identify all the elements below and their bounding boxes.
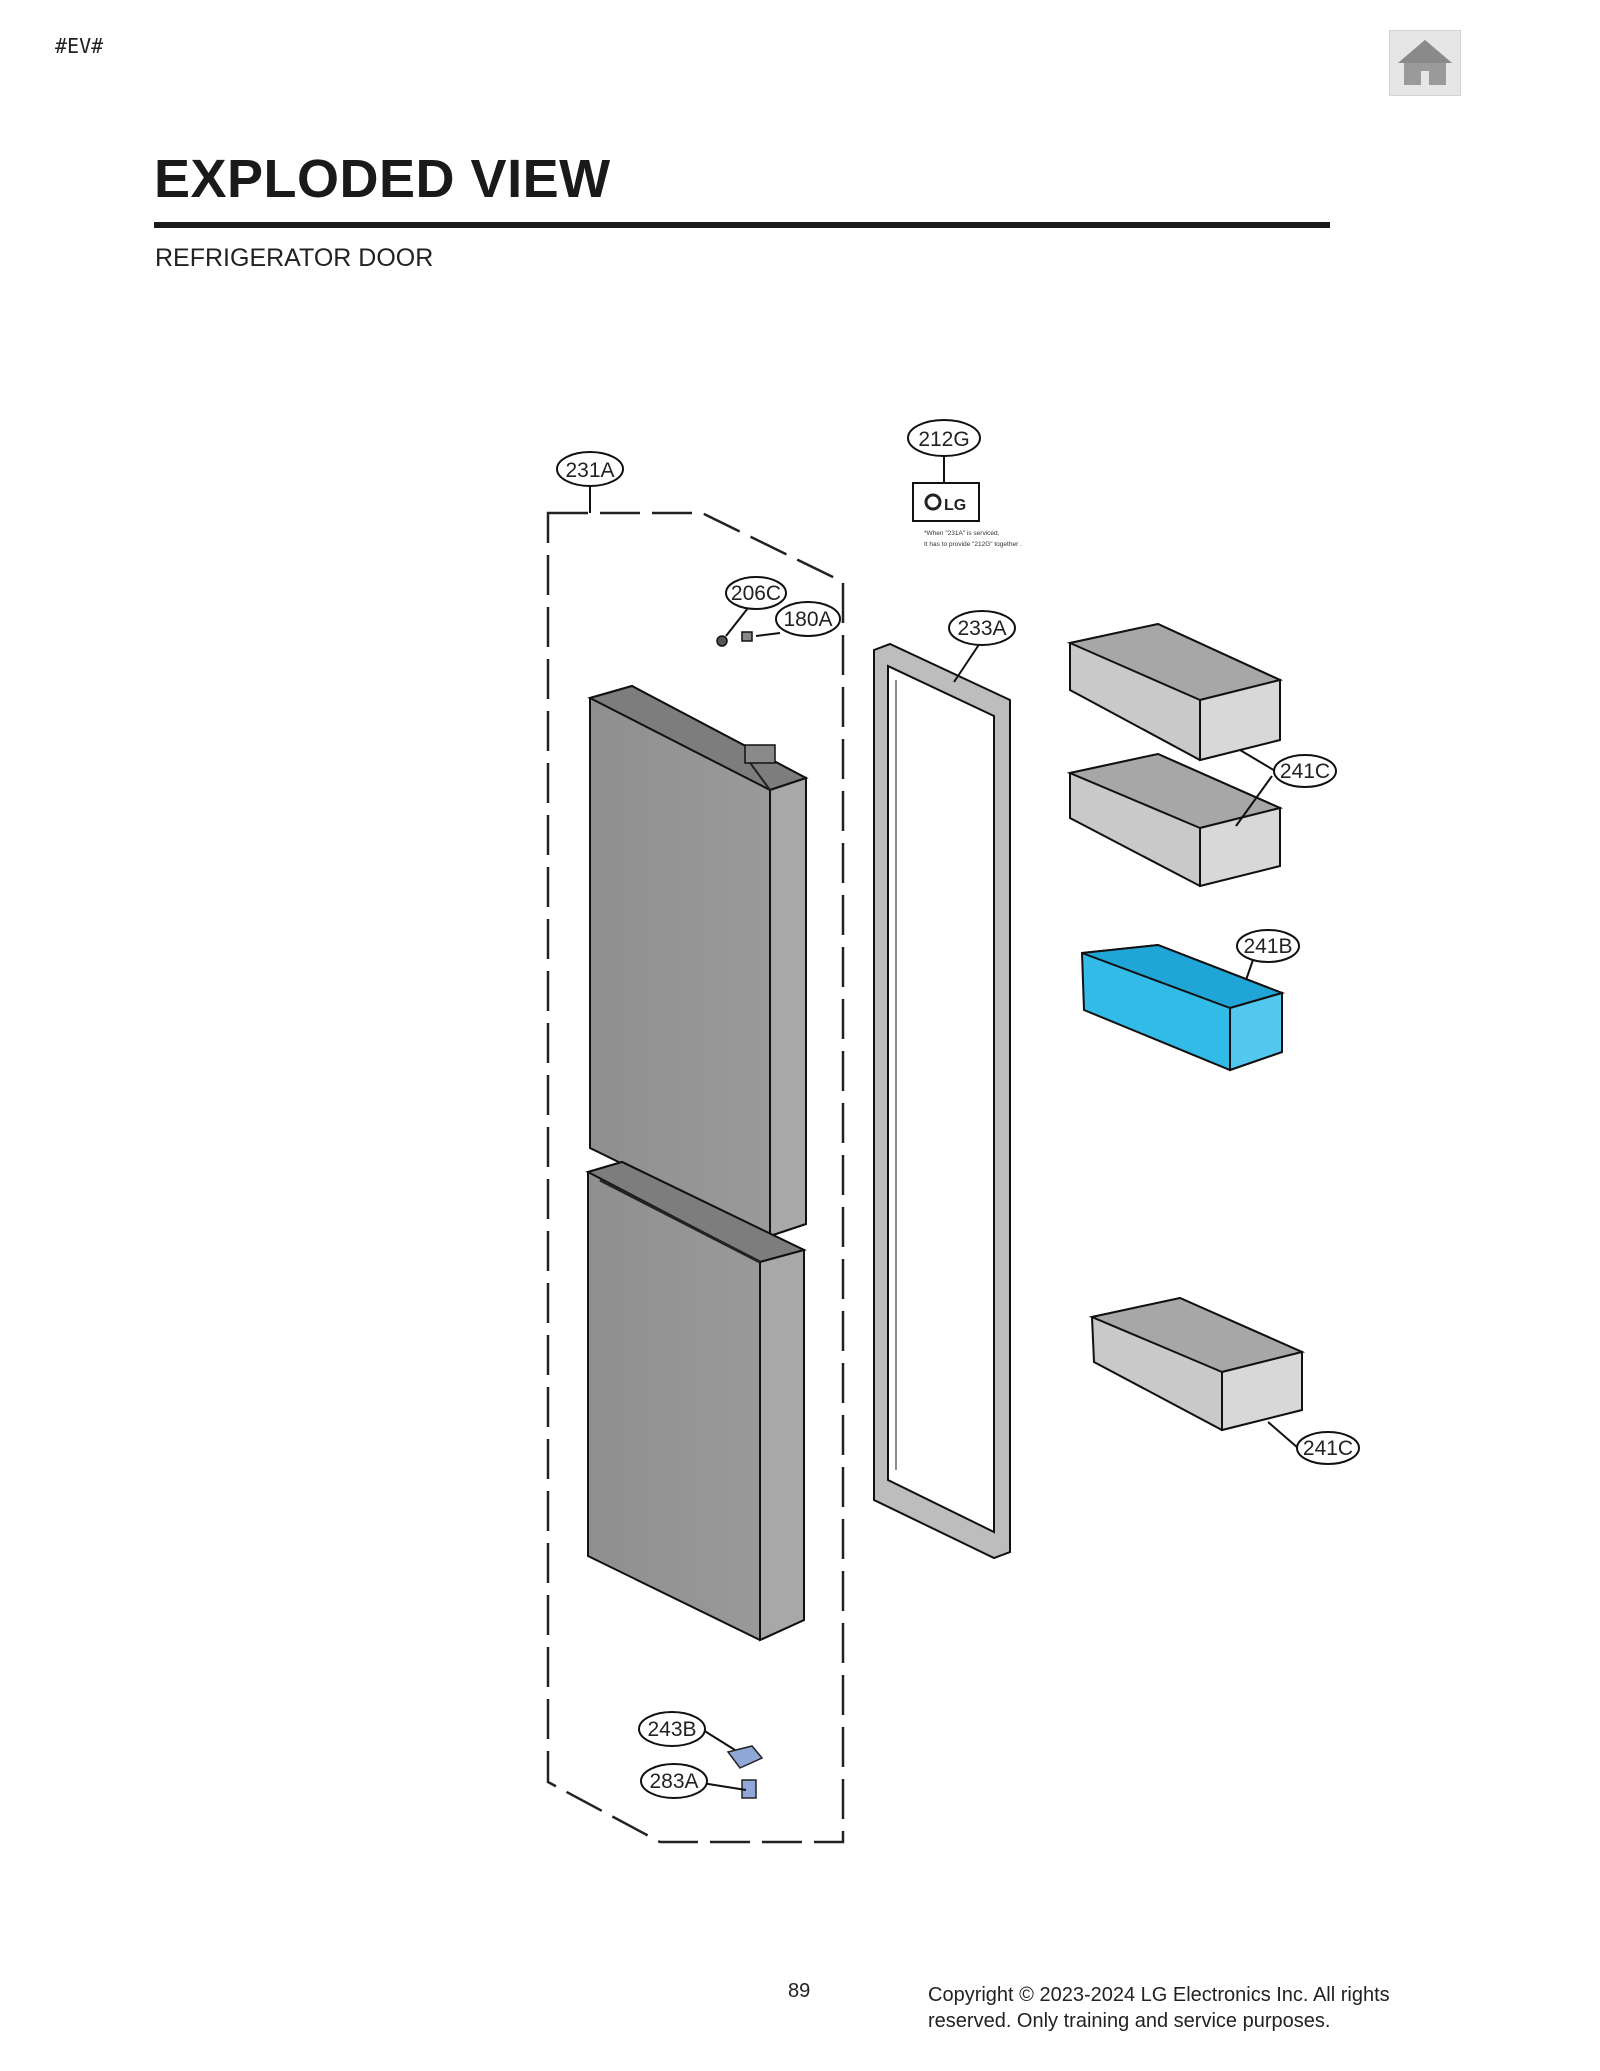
svg-text:241C: 241C [1280, 760, 1330, 783]
logo-text: LG [944, 497, 966, 514]
page-title: EXPLODED VIEW [154, 149, 611, 209]
svg-text:243B: 243B [647, 1718, 696, 1741]
home-icon [1398, 40, 1452, 85]
door-basket-top [1066, 622, 1284, 762]
callout-206c: 206C [725, 576, 787, 610]
svg-text:231A: 231A [565, 459, 614, 482]
section-subtitle: REFRIGERATOR DOOR [155, 244, 434, 272]
svg-text:206C: 206C [731, 582, 781, 605]
callout-241c-top: 241C [1273, 754, 1337, 788]
lower-door-panel [585, 1160, 807, 1642]
title-divider [154, 222, 1330, 228]
svg-text:241B: 241B [1243, 935, 1292, 958]
callout-180a: 180A [775, 601, 841, 637]
door-basket-middle [1066, 752, 1284, 888]
callout-212g: 212G [907, 419, 981, 457]
lg-logo-badge: LG [912, 482, 980, 522]
assembly-231a-outline [546, 511, 845, 1844]
hinge-parts-bottom [726, 1745, 764, 1799]
copyright-line1: Copyright © 2023-2024 LG Electronics Inc… [928, 1984, 1390, 2006]
copyright-line2: reserved. Only training and service purp… [928, 2010, 1331, 2032]
doc-tag: #EV# [55, 34, 104, 58]
callout-231a: 231A [556, 451, 624, 487]
svg-text:241C: 241C [1303, 1437, 1353, 1460]
callout-241c-bottom: 241C [1296, 1431, 1360, 1465]
svg-text:283A: 283A [649, 1770, 698, 1793]
callout-243b: 243B [638, 1711, 706, 1747]
page-number: 89 [788, 1980, 811, 2002]
svg-text:180A: 180A [783, 608, 832, 631]
callout-283a: 283A [640, 1763, 708, 1799]
door-gasket [873, 642, 1011, 1560]
callout-241b: 241B [1236, 929, 1300, 963]
svg-text:233A: 233A [957, 617, 1006, 640]
service-note-line1: *When "231A" is serviced, [924, 530, 1000, 537]
hinge-parts-top [716, 631, 753, 647]
svg-text:212G: 212G [918, 428, 969, 451]
door-basket-bottom [1088, 1296, 1306, 1432]
upper-door-panel [587, 684, 809, 1238]
service-note-line2: It has to provide "212G" together . [924, 541, 1022, 548]
copyright-notice: Copyright © 2023-2024 LG Electronics Inc… [928, 1982, 1448, 2034]
door-basket-highlighted [1080, 943, 1286, 1072]
callout-233a: 233A [948, 610, 1016, 646]
home-button[interactable] [1389, 30, 1461, 96]
